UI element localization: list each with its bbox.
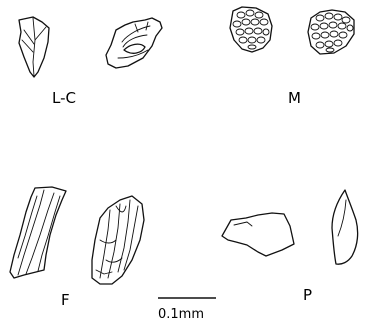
label-p: P — [303, 286, 312, 304]
f-particle-group: F — [10, 187, 144, 309]
p-fragment-shard-right — [332, 190, 358, 264]
lc-fragment-rolled — [106, 18, 162, 68]
lc-particle-group: L-C — [19, 17, 162, 107]
m-fragment-cellular-left — [230, 7, 272, 52]
p-fragment-plate-left — [222, 213, 294, 256]
p-particle-group: P — [222, 190, 358, 304]
m-fragment-cellular-right — [308, 10, 354, 54]
label-lc: L-C — [52, 89, 76, 107]
label-m: M — [288, 89, 301, 107]
label-f: F — [61, 291, 70, 309]
f-fragment-fibrous-left — [10, 187, 66, 278]
scale-bar: 0.1mm — [158, 298, 216, 322]
scale-bar-label: 0.1mm — [158, 307, 204, 322]
m-particle-group: M — [230, 7, 354, 107]
lc-fragment-leaf — [19, 17, 49, 77]
f-fragment-fibrous-right — [92, 196, 144, 284]
